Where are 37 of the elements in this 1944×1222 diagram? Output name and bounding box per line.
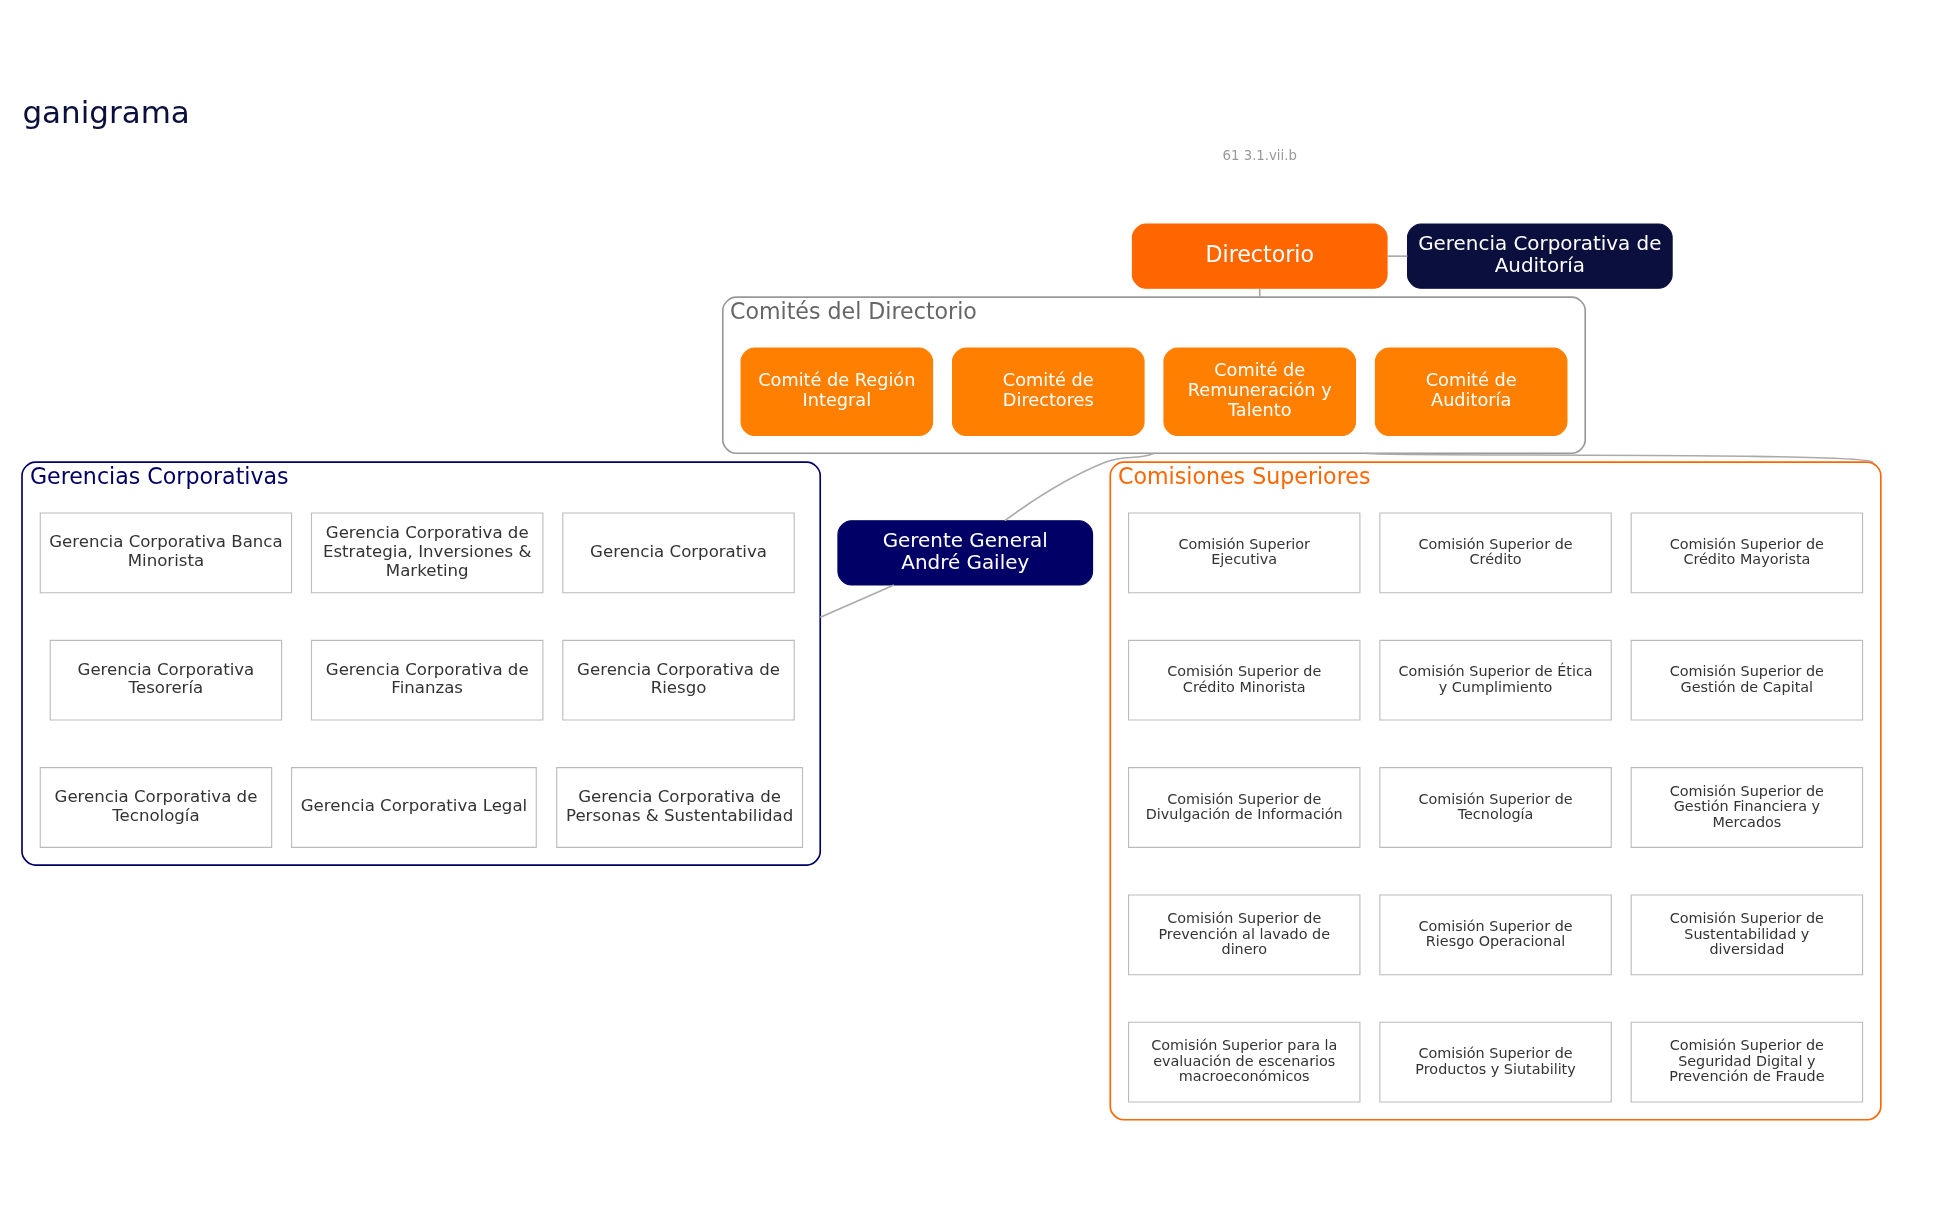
node-box: Gerente General André Gailey [837, 520, 1094, 586]
connector [1258, 287, 1261, 298]
node-box: Comité de Remuneración y Talento [1163, 347, 1357, 437]
node-box: Comisión Superior de Crédito Minorista [1128, 639, 1361, 721]
node-box: Gerencia Corporativa de Estrategia, Inversiones & Marketing [310, 512, 544, 594]
diagram-title: ganigrama [22, 93, 190, 130]
node-box: Gerencia Corporativa Tesorería [49, 639, 283, 721]
node-box: Comisión Superior Ejecutiva [1128, 512, 1361, 594]
node-box: Comisión Superior de Gestión de Capital [1630, 639, 1864, 721]
node-box: Gerencia Corporativa de Tecnología [39, 767, 273, 848]
node-box: Comité de Directores [951, 347, 1145, 437]
node-box: Comité de Región Integral [740, 347, 934, 437]
node-box: Gerencia Corporativa [562, 512, 795, 594]
node-box: Comisión Superior de Tecnología [1379, 767, 1612, 848]
node-box: Comisión Superior de Riesgo Operacional [1379, 894, 1612, 976]
node-box: Comisión Superior de Productos y Siutability [1379, 1021, 1612, 1103]
node-box: Gerencia Corporativa Banca Minorista [39, 512, 293, 594]
node-box: Gerencia Corporativa de Personas & Sustentabilidad [556, 767, 804, 848]
node-box: Comisión Superior de Sustentabilidad y diversidad [1630, 894, 1864, 976]
node-box: Gerencia Corporativa de Auditoría [1407, 223, 1673, 289]
node-box: Comisión Superior de Gestión Financiera y Mercados [1630, 767, 1864, 848]
node-box: Comisión Superior de Crédito Mayorista [1630, 512, 1864, 594]
node-box: Gerencia Corporativa de Finanzas [310, 639, 544, 721]
node-box: Comisión Superior de Divulgación de Información [1128, 767, 1361, 848]
connector [819, 584, 895, 619]
label: 61 3.1.vii.b [1222, 147, 1297, 163]
node-box: Comisión Superior de Crédito [1379, 512, 1612, 594]
node-box: Comité de Auditoría [1374, 347, 1568, 437]
node-box: Comisión Superior de Ética y Cumplimiento [1379, 639, 1612, 721]
node-box: Comisión Superior de Seguridad Digital y Prevención de Fraude [1630, 1021, 1864, 1103]
node-box: Comisión Superior de Prevención al lavado de dinero [1128, 894, 1361, 976]
connector [1386, 255, 1409, 257]
connector [1365, 452, 1874, 463]
node-box: Gerencia Corporativa Legal [291, 767, 537, 848]
node-box: Comisión Superior para la evaluación de escenarios macroeconómicos [1128, 1021, 1361, 1103]
node-box: Gerencia Corporativa de Riesgo [562, 639, 795, 721]
node-box: Directorio [1131, 223, 1388, 289]
